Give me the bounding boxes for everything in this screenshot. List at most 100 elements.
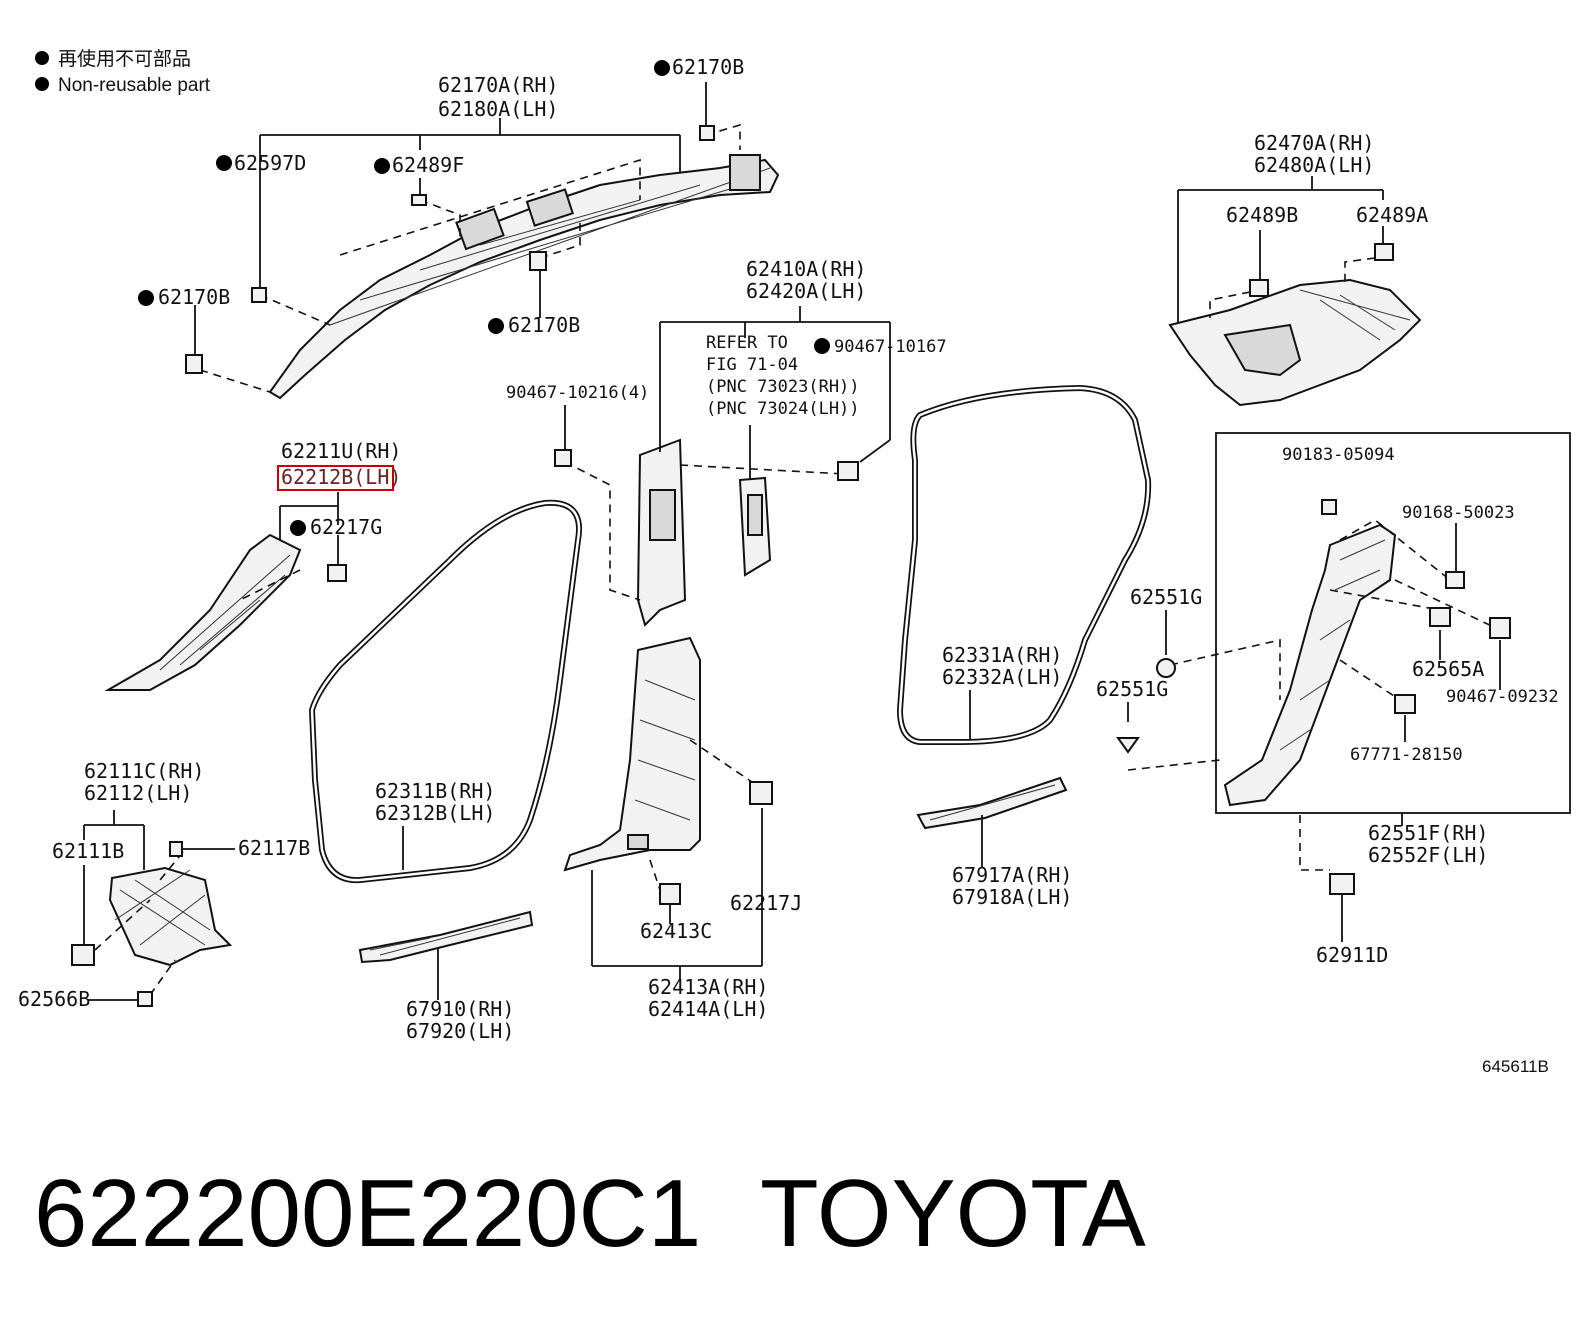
- legend-jp: 再使用不可部品: [58, 48, 191, 70]
- label-62470A-rh[interactable]: 62470A(RH): [1254, 131, 1374, 155]
- label-62552F-lh[interactable]: 62552F(LH): [1368, 843, 1488, 867]
- label-62911D[interactable]: 62911D: [1316, 943, 1388, 967]
- clip-icon: [659, 883, 681, 905]
- label-62170B-top[interactable]: 62170B: [672, 55, 744, 79]
- part-rear-door-weatherstrip[interactable]: [896, 384, 1152, 745]
- label-62170B-mid[interactable]: 62170B: [508, 313, 580, 337]
- legend-en: Non-reusable part: [58, 75, 211, 96]
- part-front-pillar-garnish[interactable]: [104, 533, 302, 691]
- label-62410A-rh[interactable]: 62410A(RH): [746, 257, 866, 281]
- part-front-door-weatherstrip[interactable]: [308, 499, 582, 884]
- bullet-icon: [35, 51, 49, 65]
- label-62566B[interactable]: 62566B: [18, 987, 90, 1011]
- label-67920-lh[interactable]: 67920(LH): [406, 1019, 514, 1043]
- label-62331A-rh[interactable]: 62331A(RH): [942, 643, 1062, 667]
- label-62170A-rh[interactable]: 62170A(RH): [438, 73, 558, 97]
- part-front-scuff-plate[interactable]: [358, 910, 534, 964]
- leaders-roof: [194, 82, 741, 393]
- label-62551G-top[interactable]: 62551G: [1130, 585, 1202, 609]
- footer-brand: TOYOTA: [760, 1160, 1146, 1267]
- clip-icon: [137, 991, 153, 1007]
- label-62480A-lh[interactable]: 62480A(LH): [1254, 153, 1374, 177]
- label-62551F-rh[interactable]: 62551F(RH): [1368, 821, 1488, 845]
- clip-icon: [837, 461, 859, 481]
- label-62111B[interactable]: 62111B: [52, 839, 124, 863]
- label-62551G-bot[interactable]: 62551G: [1096, 677, 1168, 701]
- clip-icon: [699, 125, 715, 141]
- leaders-center-pillar: [564, 306, 891, 601]
- clip-icon: [251, 287, 267, 303]
- label-62489A[interactable]: 62489A: [1356, 203, 1428, 227]
- label-62597D[interactable]: 62597D: [234, 151, 306, 175]
- label-62565A[interactable]: 62565A: [1412, 657, 1484, 681]
- label-62111C-rh[interactable]: 62111C(RH): [84, 759, 204, 783]
- label-62311B-rh[interactable]: 62311B(RH): [375, 779, 495, 803]
- label-90467-09232[interactable]: 90467-09232: [1446, 687, 1559, 707]
- leaders-quarter-upper: [1177, 176, 1384, 322]
- non-reusable-bullet-icon: [374, 158, 390, 174]
- screw-icon: [1445, 571, 1465, 589]
- legend: 再使用不可部品 Non-reusable part: [35, 48, 211, 96]
- label-62489F[interactable]: 62489F: [392, 153, 464, 177]
- label-62217J[interactable]: 62217J: [730, 891, 802, 915]
- clip-icon: [71, 944, 95, 966]
- diagram-code: 645611B: [1482, 1057, 1549, 1076]
- label-90168-50023[interactable]: 90168-50023: [1402, 503, 1515, 523]
- part-center-pillar-upper[interactable]: [636, 438, 772, 627]
- part-roof-side-garnish[interactable]: [268, 154, 780, 400]
- label-62489B[interactable]: 62489B: [1226, 203, 1298, 227]
- label-62420A-lh[interactable]: 62420A(LH): [746, 279, 866, 303]
- non-reusable-bullet-icon: [814, 338, 830, 354]
- clip-icon: [1374, 243, 1394, 261]
- label-67917A-rh[interactable]: 67917A(RH): [952, 863, 1072, 887]
- label-62211U-rh[interactable]: 62211U(RH): [281, 439, 401, 463]
- clip-icon: [554, 449, 572, 467]
- refer-line-4[interactable]: (PNC 73024(LH)): [706, 399, 860, 419]
- label-62117B[interactable]: 62117B: [238, 836, 310, 860]
- bullet-icon: [35, 77, 49, 91]
- label-62170B-left[interactable]: 62170B: [158, 285, 230, 309]
- label-67918A-lh[interactable]: 67918A(LH): [952, 885, 1072, 909]
- cap-icon: [1116, 737, 1140, 754]
- clip-icon: [327, 564, 347, 582]
- non-reusable-bullet-icon: [488, 318, 504, 334]
- label-62332A-lh[interactable]: 62332A(LH): [942, 665, 1062, 689]
- label-62413C[interactable]: 62413C: [640, 919, 712, 943]
- part-rear-scuff-plate[interactable]: [916, 776, 1068, 830]
- part-quarter-upper-trim[interactable]: [1168, 278, 1422, 407]
- clip-icon: [185, 354, 203, 374]
- non-reusable-bullet-icon: [654, 60, 670, 76]
- label-67771-28150[interactable]: 67771-28150: [1350, 745, 1463, 765]
- leaders-quarter-lower: [1127, 519, 1501, 942]
- clip-icon: [1321, 499, 1337, 515]
- detail-box: [1215, 432, 1571, 814]
- refer-line-2[interactable]: FIG 71-04: [706, 355, 798, 375]
- clip-icon: [749, 781, 773, 805]
- label-62414A-lh[interactable]: 62414A(LH): [648, 997, 768, 1021]
- label-62212B-lh[interactable]: 62212B(LH): [281, 465, 401, 489]
- label-62312B-lh[interactable]: 62312B(LH): [375, 801, 495, 825]
- label-90183-05094[interactable]: 90183-05094: [1282, 445, 1395, 465]
- refer-line-1[interactable]: REFER TO: [706, 333, 788, 353]
- non-reusable-bullet-icon: [216, 155, 232, 171]
- clip-icon: [411, 194, 427, 206]
- clip-icon: [1329, 873, 1355, 895]
- label-62180A-lh[interactable]: 62180A(LH): [438, 97, 558, 121]
- non-reusable-bullet-icon: [138, 290, 154, 306]
- label-62112-lh[interactable]: 62112(LH): [84, 781, 192, 805]
- label-62413A-rh[interactable]: 62413A(RH): [648, 975, 768, 999]
- label-67910-rh[interactable]: 67910(RH): [406, 997, 514, 1021]
- part-quarter-lower-trim[interactable]: [1223, 523, 1397, 807]
- non-reusable-bullet-icon: [290, 520, 306, 536]
- clip-icon: [529, 251, 547, 271]
- label-90467-10167[interactable]: 90467-10167: [834, 337, 947, 357]
- leaders-center-lower: [591, 739, 763, 980]
- label-90467-10216[interactable]: 90467-10216(4): [506, 383, 649, 403]
- clips-roof: [185, 125, 715, 374]
- refer-line-3[interactable]: (PNC 73023(RH)): [706, 377, 860, 397]
- label-62217G[interactable]: 62217G: [310, 515, 382, 539]
- part-cowl-side-trim[interactable]: [108, 866, 233, 967]
- part-center-pillar-lower[interactable]: [563, 636, 701, 872]
